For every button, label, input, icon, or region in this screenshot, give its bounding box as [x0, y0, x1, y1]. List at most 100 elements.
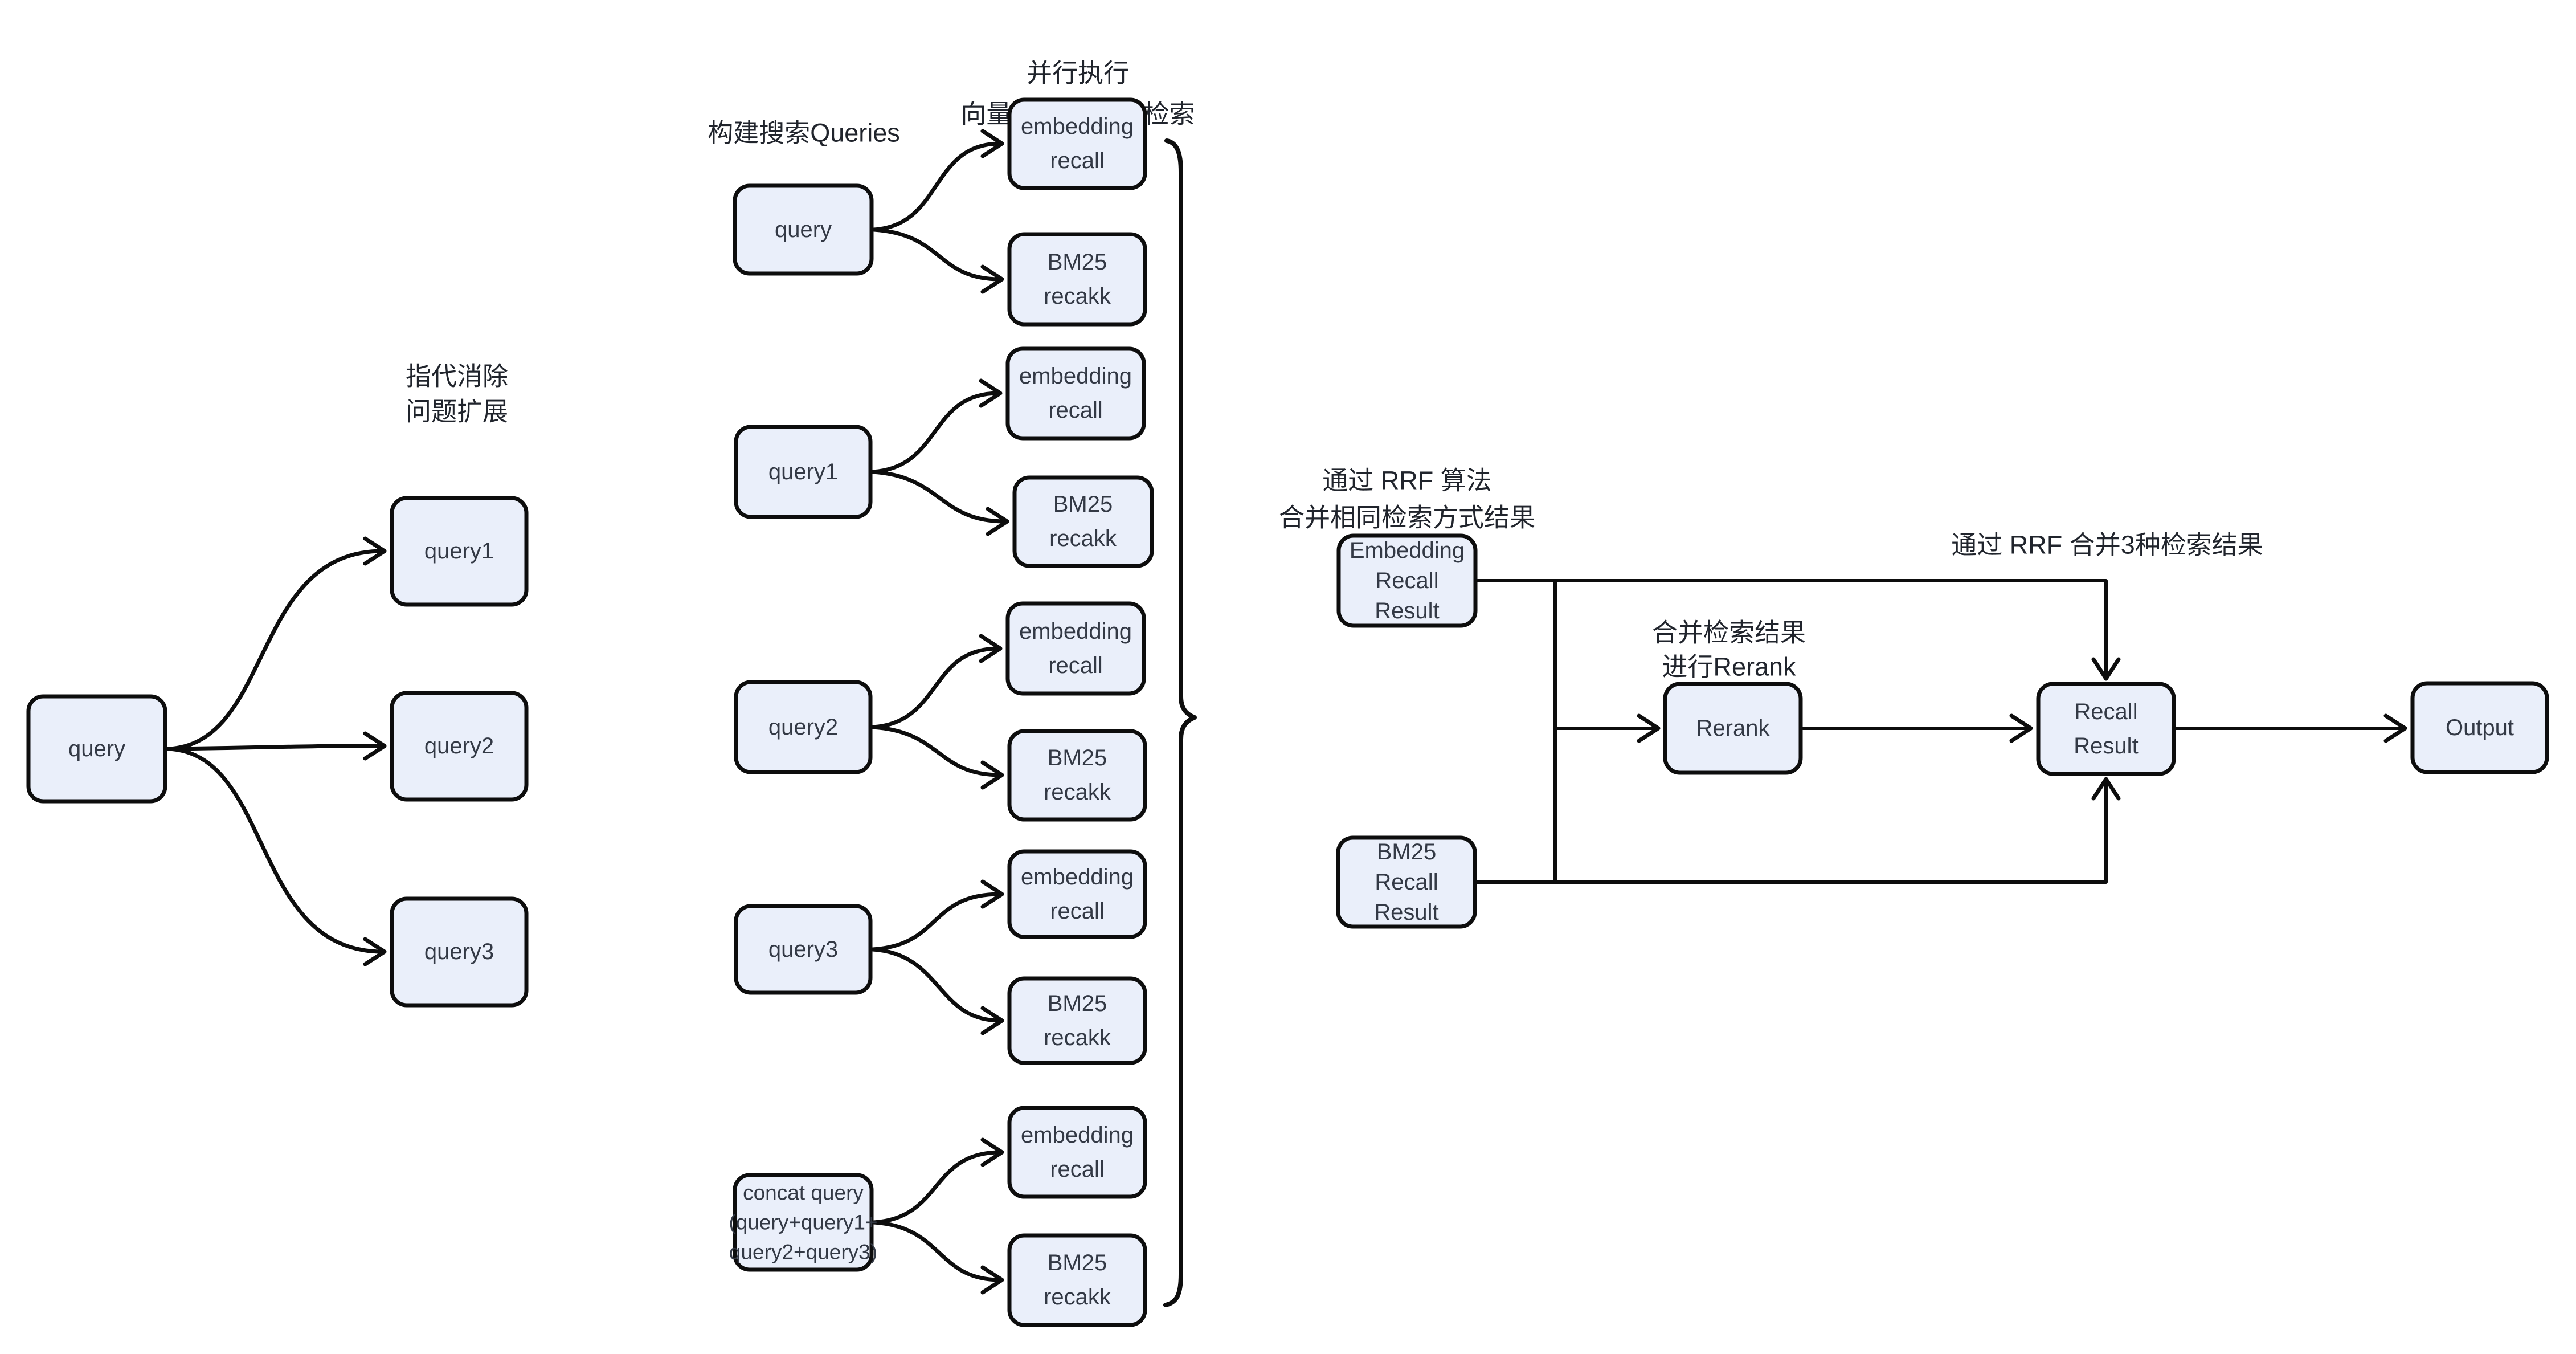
node-search-query-label: query — [775, 217, 832, 242]
node-embedding-recall-4[interactable]: embedding recall — [1007, 849, 1147, 939]
connector-bm25-result-to-recall-bottom — [1475, 777, 2121, 884]
node-concat-query-box[interactable] — [733, 1173, 874, 1272]
node-search-query3-label: query3 — [768, 937, 838, 962]
node-bm25-recall-result-label-line1: BM25 — [1377, 839, 1437, 864]
node-search-query3-box[interactable] — [734, 904, 873, 995]
node-embedding-recall-3-box[interactable] — [1005, 601, 1146, 696]
node-embedding-recall-result-label-line1: Embedding — [1350, 538, 1465, 563]
label-rrf-three: 通过 RRF 合并3种检索结果 — [1951, 531, 2263, 560]
node-embedding-recall-2-box[interactable] — [1005, 346, 1146, 441]
node-concat-query-label-line3: query2+query3) — [729, 1241, 877, 1264]
node-embedding-recall-3-label-line2: recall — [1048, 653, 1103, 678]
node-bm25-recall-3-box[interactable] — [1007, 729, 1147, 822]
arrow-g5-to-embedding — [872, 1137, 1004, 1225]
node-bm25-recall-1-label-line1: BM25 — [1048, 250, 1107, 275]
label-merge-rerank-line1: 合并检索结果 — [1652, 618, 1806, 647]
connector-layer — [166, 129, 2407, 1307]
arrow-g1-to-embedding — [872, 129, 1004, 232]
node-search-query1[interactable]: query1 — [734, 425, 873, 519]
node-bm25-recall-5[interactable]: BM25 recakk — [1007, 1233, 1147, 1327]
node-embedding-recall-4-label-line2: recall — [1050, 899, 1105, 924]
arrow-query-to-query1 — [166, 536, 387, 751]
node-bm25-recall-2-box[interactable] — [1012, 475, 1154, 568]
node-rerank-label: Rerank — [1696, 716, 1771, 741]
node-embedding-recall-1[interactable]: embedding recall — [1007, 97, 1147, 190]
node-embedding-recall-3[interactable]: embedding recall — [1005, 601, 1146, 696]
node-bm25-recall-4-box[interactable] — [1007, 976, 1147, 1065]
node-expanded-query2-box[interactable] — [390, 691, 529, 802]
node-expanded-query1-label: query1 — [424, 539, 494, 564]
node-concat-query-label-line1: concat query — [743, 1181, 864, 1205]
node-user-query-box[interactable] — [26, 694, 167, 804]
node-bm25-recall-3[interactable]: BM25 recakk — [1007, 729, 1147, 822]
node-bm25-recall-1-box[interactable] — [1007, 232, 1147, 327]
node-expanded-query3[interactable]: query3 — [390, 896, 529, 1008]
node-expanded-query1[interactable]: query1 — [390, 496, 529, 607]
arrow-g3-to-embedding — [870, 634, 1003, 729]
node-embedding-recall-5-label-line2: recall — [1050, 1157, 1105, 1182]
curly-brace — [1163, 138, 1197, 1307]
node-recall-result[interactable]: Recall Result — [2036, 682, 2176, 776]
node-embedding-recall-result-label-line3: Result — [1375, 598, 1439, 623]
node-expanded-query3-box[interactable] — [390, 896, 529, 1008]
node-bm25-recall-1[interactable]: BM25 recakk — [1007, 232, 1147, 327]
node-search-query-box[interactable] — [733, 183, 874, 276]
node-embedding-recall-2-label-line1: embedding — [1019, 364, 1132, 389]
node-bm25-recall-result-box[interactable] — [1336, 835, 1477, 929]
node-bm25-recall-5-label-line1: BM25 — [1048, 1250, 1107, 1275]
node-search-query1-box[interactable] — [734, 425, 873, 519]
arrow-g1-to-bm25 — [872, 227, 1004, 294]
node-concat-query[interactable]: concat query (query+query1+ query2+query… — [729, 1173, 878, 1272]
arrow-g2-to-embedding — [870, 378, 1003, 474]
node-bm25-recall-2-label-line1: BM25 — [1053, 492, 1113, 517]
node-recall-result-label-line2: Result — [2074, 733, 2138, 758]
node-embedding-recall-1-label-line2: recall — [1050, 148, 1105, 173]
node-embedding-recall-result-box[interactable] — [1336, 533, 1478, 628]
node-embedding-recall-result[interactable]: Embedding Recall Result — [1336, 533, 1478, 628]
label-merge-rerank-line2: 进行Rerank — [1662, 652, 1796, 682]
node-search-query2[interactable]: query2 — [734, 680, 873, 774]
node-bm25-recall-3-label-line1: BM25 — [1048, 745, 1107, 770]
arrow-g4-to-embedding — [870, 879, 1004, 952]
label-rrf-same-line2: 合并相同检索方式结果 — [1279, 503, 1535, 532]
node-expanded-query1-box[interactable] — [390, 496, 529, 607]
node-embedding-recall-3-label-line1: embedding — [1019, 619, 1132, 644]
node-bm25-recall-4[interactable]: BM25 recakk — [1007, 976, 1147, 1065]
node-bm25-recall-5-box[interactable] — [1007, 1233, 1147, 1327]
node-bm25-recall-2[interactable]: BM25 recakk — [1012, 475, 1154, 568]
node-rerank-box[interactable] — [1663, 682, 1803, 775]
arrow-g5-to-bm25 — [872, 1220, 1004, 1295]
node-embedding-recall-2[interactable]: embedding recall — [1005, 346, 1146, 441]
node-bm25-recall-4-label-line2: recakk — [1044, 1025, 1111, 1050]
node-embedding-recall-5-label-line1: embedding — [1021, 1123, 1134, 1148]
arrow-query-to-query2 — [166, 731, 387, 761]
node-embedding-recall-5-box[interactable] — [1007, 1106, 1147, 1199]
node-recall-result-box[interactable] — [2036, 682, 2176, 776]
node-embedding-recall-4-box[interactable] — [1007, 849, 1147, 939]
node-bm25-recall-5-label-line2: recakk — [1044, 1284, 1111, 1310]
arrow-g2-to-bm25 — [870, 470, 1009, 536]
node-rerank[interactable]: Rerank — [1663, 682, 1803, 775]
node-user-query-label: query — [68, 736, 125, 761]
node-expanded-query2[interactable]: query2 — [390, 691, 529, 802]
node-search-query[interactable]: query — [733, 183, 874, 276]
node-embedding-recall-1-box[interactable] — [1007, 97, 1147, 190]
node-user-query[interactable]: query — [26, 694, 167, 804]
node-search-query2-box[interactable] — [734, 680, 873, 774]
node-bm25-recall-result-label-line3: Result — [1374, 900, 1438, 925]
node-bm25-recall-result[interactable]: BM25 Recall Result — [1336, 835, 1477, 929]
annotation-layer: 指代消除 问题扩展 构建搜索Queries 并行执行 向量检索 + 全文检索 通… — [406, 59, 2263, 682]
node-bm25-recall-3-label-line2: recakk — [1044, 780, 1111, 805]
node-output[interactable]: Output — [2410, 681, 2549, 774]
node-expanded-query3-label: query3 — [424, 939, 494, 964]
label-rrf-same-line1: 通过 RRF 算法 — [1322, 466, 1492, 495]
node-expanded-query2-label: query2 — [424, 733, 494, 758]
node-output-box[interactable] — [2410, 681, 2549, 774]
arrow-query-to-query3 — [166, 747, 387, 966]
node-recall-result-label-line1: Recall — [2074, 699, 2137, 724]
label-coref-line1: 指代消除 — [406, 362, 508, 391]
node-search-query3[interactable]: query3 — [734, 904, 873, 995]
node-embedding-recall-5[interactable]: embedding recall — [1007, 1106, 1147, 1199]
node-embedding-recall-4-label-line1: embedding — [1021, 864, 1134, 890]
node-layer: query query1 query2 query3 query query1 … — [26, 97, 2549, 1327]
